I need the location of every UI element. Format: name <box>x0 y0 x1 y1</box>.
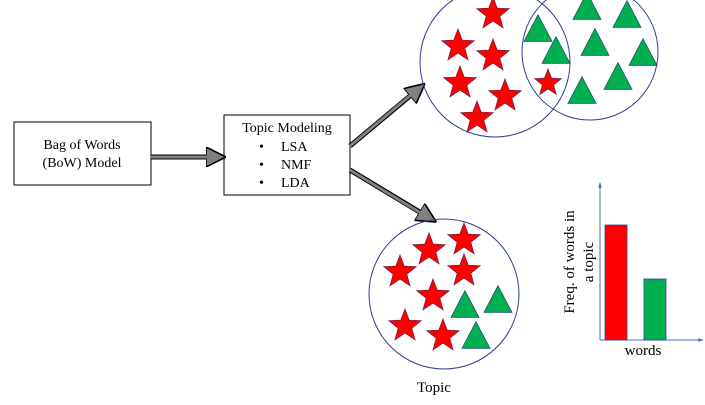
red-star-icon <box>533 67 563 96</box>
topic-modeling-box: Topic Modeling • LSA • NMF • LDA <box>223 114 351 196</box>
red-star-icon <box>446 221 482 255</box>
topic-clusters <box>368 0 659 370</box>
bow-line1: Bag of Words <box>43 138 120 153</box>
y-axis-label-line2: a topic <box>581 241 597 282</box>
red-star-icon <box>387 307 423 341</box>
bow-line2: (BoW) Model <box>43 156 122 171</box>
bullet: • <box>259 140 264 155</box>
red-star-icon <box>425 317 461 351</box>
y-axis-label-line1: Freq. of words in <box>562 210 578 314</box>
topic-label: Topic <box>417 380 451 396</box>
red-star-icon <box>440 27 476 61</box>
green-triangle-icon <box>603 61 633 90</box>
red-star-icon <box>475 37 511 71</box>
method-lda: LDA <box>281 176 311 191</box>
red-star-icon <box>475 0 511 29</box>
green-triangle-icon <box>541 35 571 64</box>
x-axis-label: words <box>625 343 662 359</box>
frequency-bar-chart: words Freq. of words in a topic <box>562 181 705 359</box>
method-lsa: LSA <box>281 140 308 155</box>
green-triangle-icon <box>483 284 513 313</box>
red-star-icon <box>487 77 523 111</box>
green-triangle-icon <box>523 13 553 42</box>
bar-red <box>604 224 628 341</box>
red-star-icon <box>382 253 418 287</box>
bullet: • <box>259 176 264 191</box>
bar-green <box>643 278 667 341</box>
green-triangle-icon <box>461 320 491 349</box>
green-triangle-icon <box>572 0 602 20</box>
arrows <box>151 86 433 220</box>
green-triangle-icon <box>450 289 480 318</box>
green-triangle-icon <box>580 27 610 56</box>
green-triangle-icon <box>628 37 658 66</box>
topic-circle <box>419 0 571 138</box>
green-triangle-icon <box>612 0 642 28</box>
topic-circle <box>368 218 520 370</box>
red-star-icon <box>415 277 451 311</box>
red-star-icon <box>459 99 495 133</box>
topic-circle <box>521 0 659 121</box>
topic-modeling-title: Topic Modeling <box>242 121 332 136</box>
method-nmf: NMF <box>281 158 312 173</box>
bullet: • <box>259 158 264 173</box>
bow-box: Bag of Words (BoW) Model <box>13 121 152 186</box>
red-star-icon <box>446 252 482 286</box>
red-star-icon <box>442 64 478 98</box>
red-star-icon <box>411 231 447 265</box>
green-triangle-icon <box>567 75 597 104</box>
